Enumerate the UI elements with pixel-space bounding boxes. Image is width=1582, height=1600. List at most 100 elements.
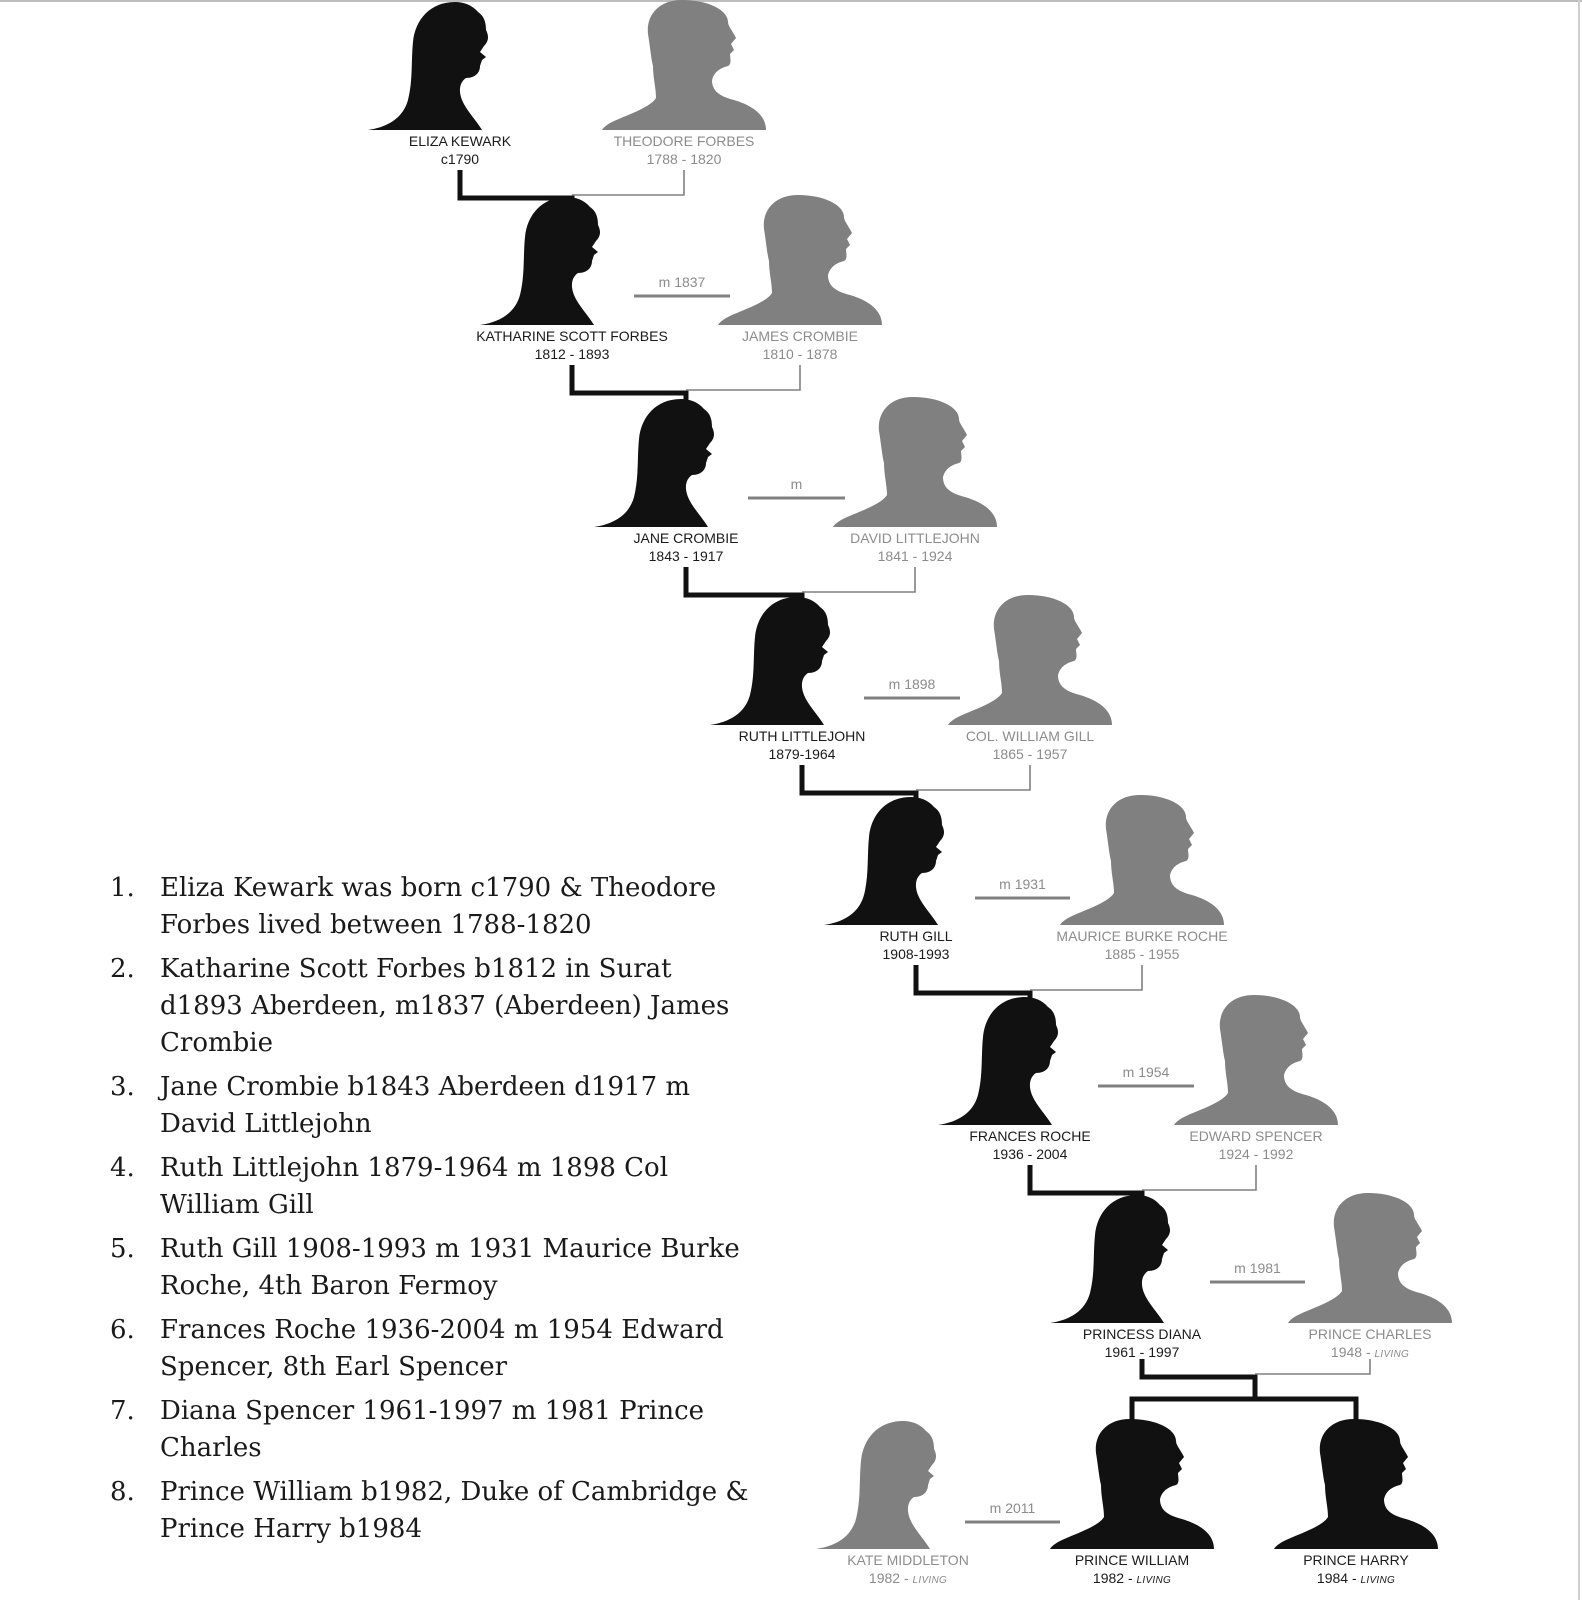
- person-david: DAVID LITTLEJOHN 1841 - 1924: [795, 529, 1035, 565]
- edward-silhouette-icon: [1174, 995, 1338, 1125]
- person-name: PRINCE WILLIAM: [1074, 1552, 1190, 1568]
- note-item: 3. Jane Crombie b1843 Aberdeen d1917 m D…: [110, 1069, 750, 1143]
- note-item: 1. Eliza Kewark was born c1790 & Theodore…: [110, 870, 750, 944]
- note-text: Jane Crombie b1843 Aberdeen d1917 m Davi…: [160, 1072, 691, 1139]
- marriage-label: m 1931: [999, 876, 1046, 892]
- person-dates-text: 1812 - 1893: [534, 346, 610, 362]
- person-name: KATE MIDDLETON: [847, 1552, 969, 1568]
- father-line-6: [1142, 1165, 1257, 1191]
- ruthl-silhouette-icon: [710, 597, 830, 725]
- person-name: RUTH LITTLEJOHN: [738, 728, 866, 744]
- person-name: ELIZA KEWARK: [408, 133, 512, 149]
- person-name: PRINCESS DIANA: [1082, 1326, 1202, 1342]
- diana-silhouette-icon: [1050, 1195, 1170, 1323]
- person-dates-text: 1984 -: [1316, 1570, 1361, 1586]
- note-item: 6.Frances Roche 1936-2004 m 1954 Edward …: [110, 1312, 750, 1386]
- person-dates: 1924 - 1992: [1136, 1145, 1376, 1163]
- person-diana: PRINCESS DIANA 1961 - 1997: [1022, 1325, 1262, 1361]
- note-number: 6.: [110, 1315, 135, 1345]
- note-number: 7.: [110, 1396, 135, 1426]
- harry-silhouette-icon: [1274, 1419, 1438, 1549]
- note-item: 7. Diana Spencer 1961-1997 m 1981 Prince …: [110, 1393, 750, 1467]
- person-dates: 1812 - 1893: [452, 345, 692, 363]
- person-dates-text: c1790: [440, 151, 480, 167]
- living-tag: LIVING: [1360, 1575, 1396, 1586]
- note-number: 3.: [110, 1072, 135, 1102]
- person-dates: 1788 - 1820: [564, 150, 804, 168]
- living-tag: LIVING: [1136, 1575, 1172, 1586]
- marriage-label: m 1981: [1234, 1260, 1281, 1276]
- person-name: FRANCES ROCHE: [969, 1128, 1091, 1144]
- person-dates: c1790: [340, 150, 580, 168]
- father-line-3: [802, 567, 916, 593]
- note-text: Katharine Scott Forbes b1812 in Surat d1…: [160, 954, 730, 1058]
- note-item: 2. Katharine Scott Forbes b1812 in Surat …: [110, 951, 750, 1062]
- person-name: JANE CROMBIE: [633, 530, 739, 546]
- father-line-2: [686, 365, 801, 391]
- person-dates-text: 1961 - 1997: [1104, 1344, 1180, 1360]
- person-dates-text: 1865 - 1957: [992, 746, 1068, 762]
- person-name: EDWARD SPENCER: [1189, 1128, 1323, 1144]
- person-dates-text: 1936 - 2004: [992, 1146, 1068, 1162]
- kate-silhouette-icon: [816, 1421, 936, 1549]
- gill-silhouette-icon: [948, 595, 1112, 725]
- charles-silhouette-icon: [1288, 1193, 1452, 1323]
- note-text: Eliza Kewark was born c1790 & Theodore F…: [160, 873, 717, 940]
- person-dates: 1936 - 2004: [910, 1145, 1150, 1163]
- person-dates: 1908-1993: [796, 945, 1036, 963]
- note-number: 4.: [110, 1153, 135, 1183]
- william-silhouette-icon: [1050, 1419, 1214, 1549]
- note-item: 8.Prince William b1982, Duke of Cambridg…: [110, 1474, 750, 1548]
- person-dates-text: 1885 - 1955: [1104, 946, 1180, 962]
- note-item: 4.Ruth Littlejohn 1879-1964 m 1898 Col W…: [110, 1150, 750, 1224]
- marriage-label: m 2011: [989, 1500, 1036, 1516]
- person-dates-text: 1982 -: [1092, 1570, 1137, 1586]
- person-dates: 1810 - 1878: [680, 345, 920, 363]
- note-number: 2.: [110, 954, 135, 984]
- person-name: DAVID LITTLEJOHN: [850, 530, 980, 546]
- note-number: 8.: [110, 1477, 135, 1507]
- person-name: COL. WILLIAM GILL: [965, 728, 1095, 744]
- person-dates: 1984 - LIVING: [1236, 1569, 1476, 1590]
- marriage-label: m 1837: [658, 274, 706, 290]
- david-silhouette-icon: [833, 397, 997, 527]
- marriage-label: m 1954: [1122, 1064, 1170, 1080]
- person-dates: 1885 - 1955: [1022, 945, 1262, 963]
- jane-silhouette-icon: [594, 399, 714, 527]
- person-name: THEODORE FORBES: [613, 133, 755, 149]
- maurice-silhouette-icon: [1060, 795, 1224, 925]
- person-frances: FRANCES ROCHE 1936 - 2004: [910, 1127, 1150, 1163]
- person-dates-text: 1982 -: [868, 1570, 913, 1586]
- father-line-1: [572, 170, 685, 196]
- person-dates-text: 1908-1993: [882, 946, 950, 962]
- person-name: PRINCE CHARLES: [1308, 1326, 1432, 1342]
- notes-list: 1. Eliza Kewark was born c1790 & Theodore…: [110, 870, 750, 1555]
- person-dates-text: 1810 - 1878: [762, 346, 838, 362]
- person-maurice: MAURICE BURKE ROCHE 1885 - 1955: [1022, 927, 1262, 963]
- person-name: MAURICE BURKE ROCHE: [1056, 928, 1228, 944]
- note-number: 1.: [110, 873, 135, 903]
- person-name: PRINCE HARRY: [1303, 1552, 1409, 1568]
- father-line-7: [1255, 1359, 1371, 1375]
- person-dates: 1841 - 1924: [795, 547, 1035, 565]
- father-line-4: [916, 765, 1031, 791]
- person-dates: 1982 - LIVING: [1012, 1569, 1252, 1590]
- person-dates: 1948 - LIVING: [1250, 1343, 1490, 1364]
- person-dates-text: 1948 -: [1330, 1344, 1375, 1360]
- frances-silhouette-icon: [938, 997, 1058, 1125]
- person-dates-text: 1924 - 1992: [1218, 1146, 1294, 1162]
- person-edward: EDWARD SPENCER 1924 - 1992: [1136, 1127, 1376, 1163]
- note-number: 5.: [110, 1234, 135, 1264]
- note-text: Diana Spencer 1961-1997 m 1981 Prince Ch…: [160, 1396, 705, 1463]
- father-line-5: [1030, 965, 1143, 991]
- person-dates-text: 1841 - 1924: [877, 548, 953, 564]
- note-item: 5.Ruth Gill 1908-1993 m 1931 Maurice Bur…: [110, 1231, 750, 1305]
